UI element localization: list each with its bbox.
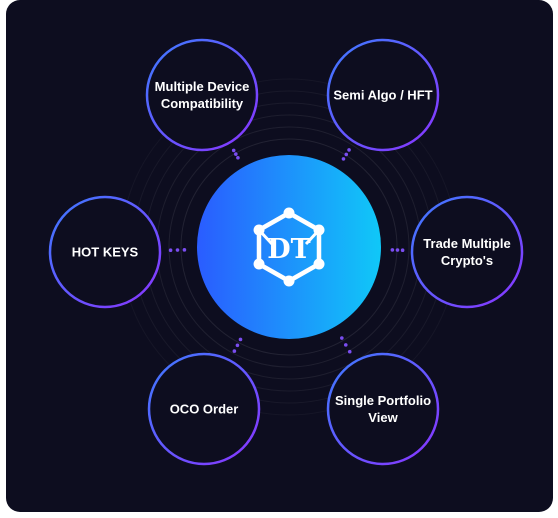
connector-dot-trade-multiple-1 — [395, 248, 400, 252]
node-ring-semi-algo — [326, 38, 440, 152]
connector-dot-multiple-device-0 — [236, 155, 240, 160]
connector-dot-semi-algo-1 — [344, 152, 349, 157]
connector-dot-semi-algo-2 — [347, 148, 351, 152]
node-label-trade-multiple: Trade Multiple Crypto's — [423, 236, 511, 268]
node-ring-oco-order — [147, 352, 261, 466]
node-ring-trade-multiple — [410, 195, 524, 309]
connector-dot-single-portfolio-0 — [340, 336, 344, 340]
node-label-multiple-device: Multiple Device Compatibility — [154, 79, 250, 111]
connector-dots — [168, 148, 405, 354]
node-ring-hot-keys — [48, 195, 162, 309]
node-label-semi-algo: Semi Algo / HFT — [333, 87, 433, 103]
connector-dot-oco-order-1 — [235, 343, 240, 348]
node-label-hot-keys: HOT KEYS — [71, 244, 139, 260]
connector-dot-hot-keys-1 — [175, 248, 180, 252]
connector-dot-trade-multiple-2 — [400, 248, 405, 252]
dt-logo-icon: DT — [253, 207, 325, 287]
diagram-panel: DT Multiple Device Compatibility Semi Alg… — [6, 0, 553, 512]
connector-dot-multiple-device-2 — [231, 148, 236, 153]
node-label-single-portfolio: Single Portfolio View — [334, 393, 432, 425]
logo-text: DT — [267, 234, 311, 265]
feature-diagram: DT — [48, 38, 524, 466]
node-label-oco-order: OCO Order — [169, 401, 239, 417]
connector-dot-single-portfolio-2 — [347, 349, 352, 354]
connector-dot-hot-keys-0 — [182, 248, 187, 252]
connector-dot-oco-order-0 — [238, 337, 243, 342]
connector-dot-multiple-device-1 — [234, 152, 238, 156]
node-ring-single-portfolio — [326, 352, 440, 466]
connector-dot-single-portfolio-1 — [343, 343, 348, 347]
connector-dot-oco-order-2 — [232, 349, 237, 353]
node-ring-multiple-device — [145, 38, 259, 152]
connector-dot-hot-keys-2 — [168, 248, 173, 253]
connector-dot-semi-algo-0 — [341, 157, 346, 161]
feature-node-rings — [48, 38, 524, 466]
connector-dot-trade-multiple-0 — [390, 248, 395, 252]
center-hub — [197, 155, 381, 339]
